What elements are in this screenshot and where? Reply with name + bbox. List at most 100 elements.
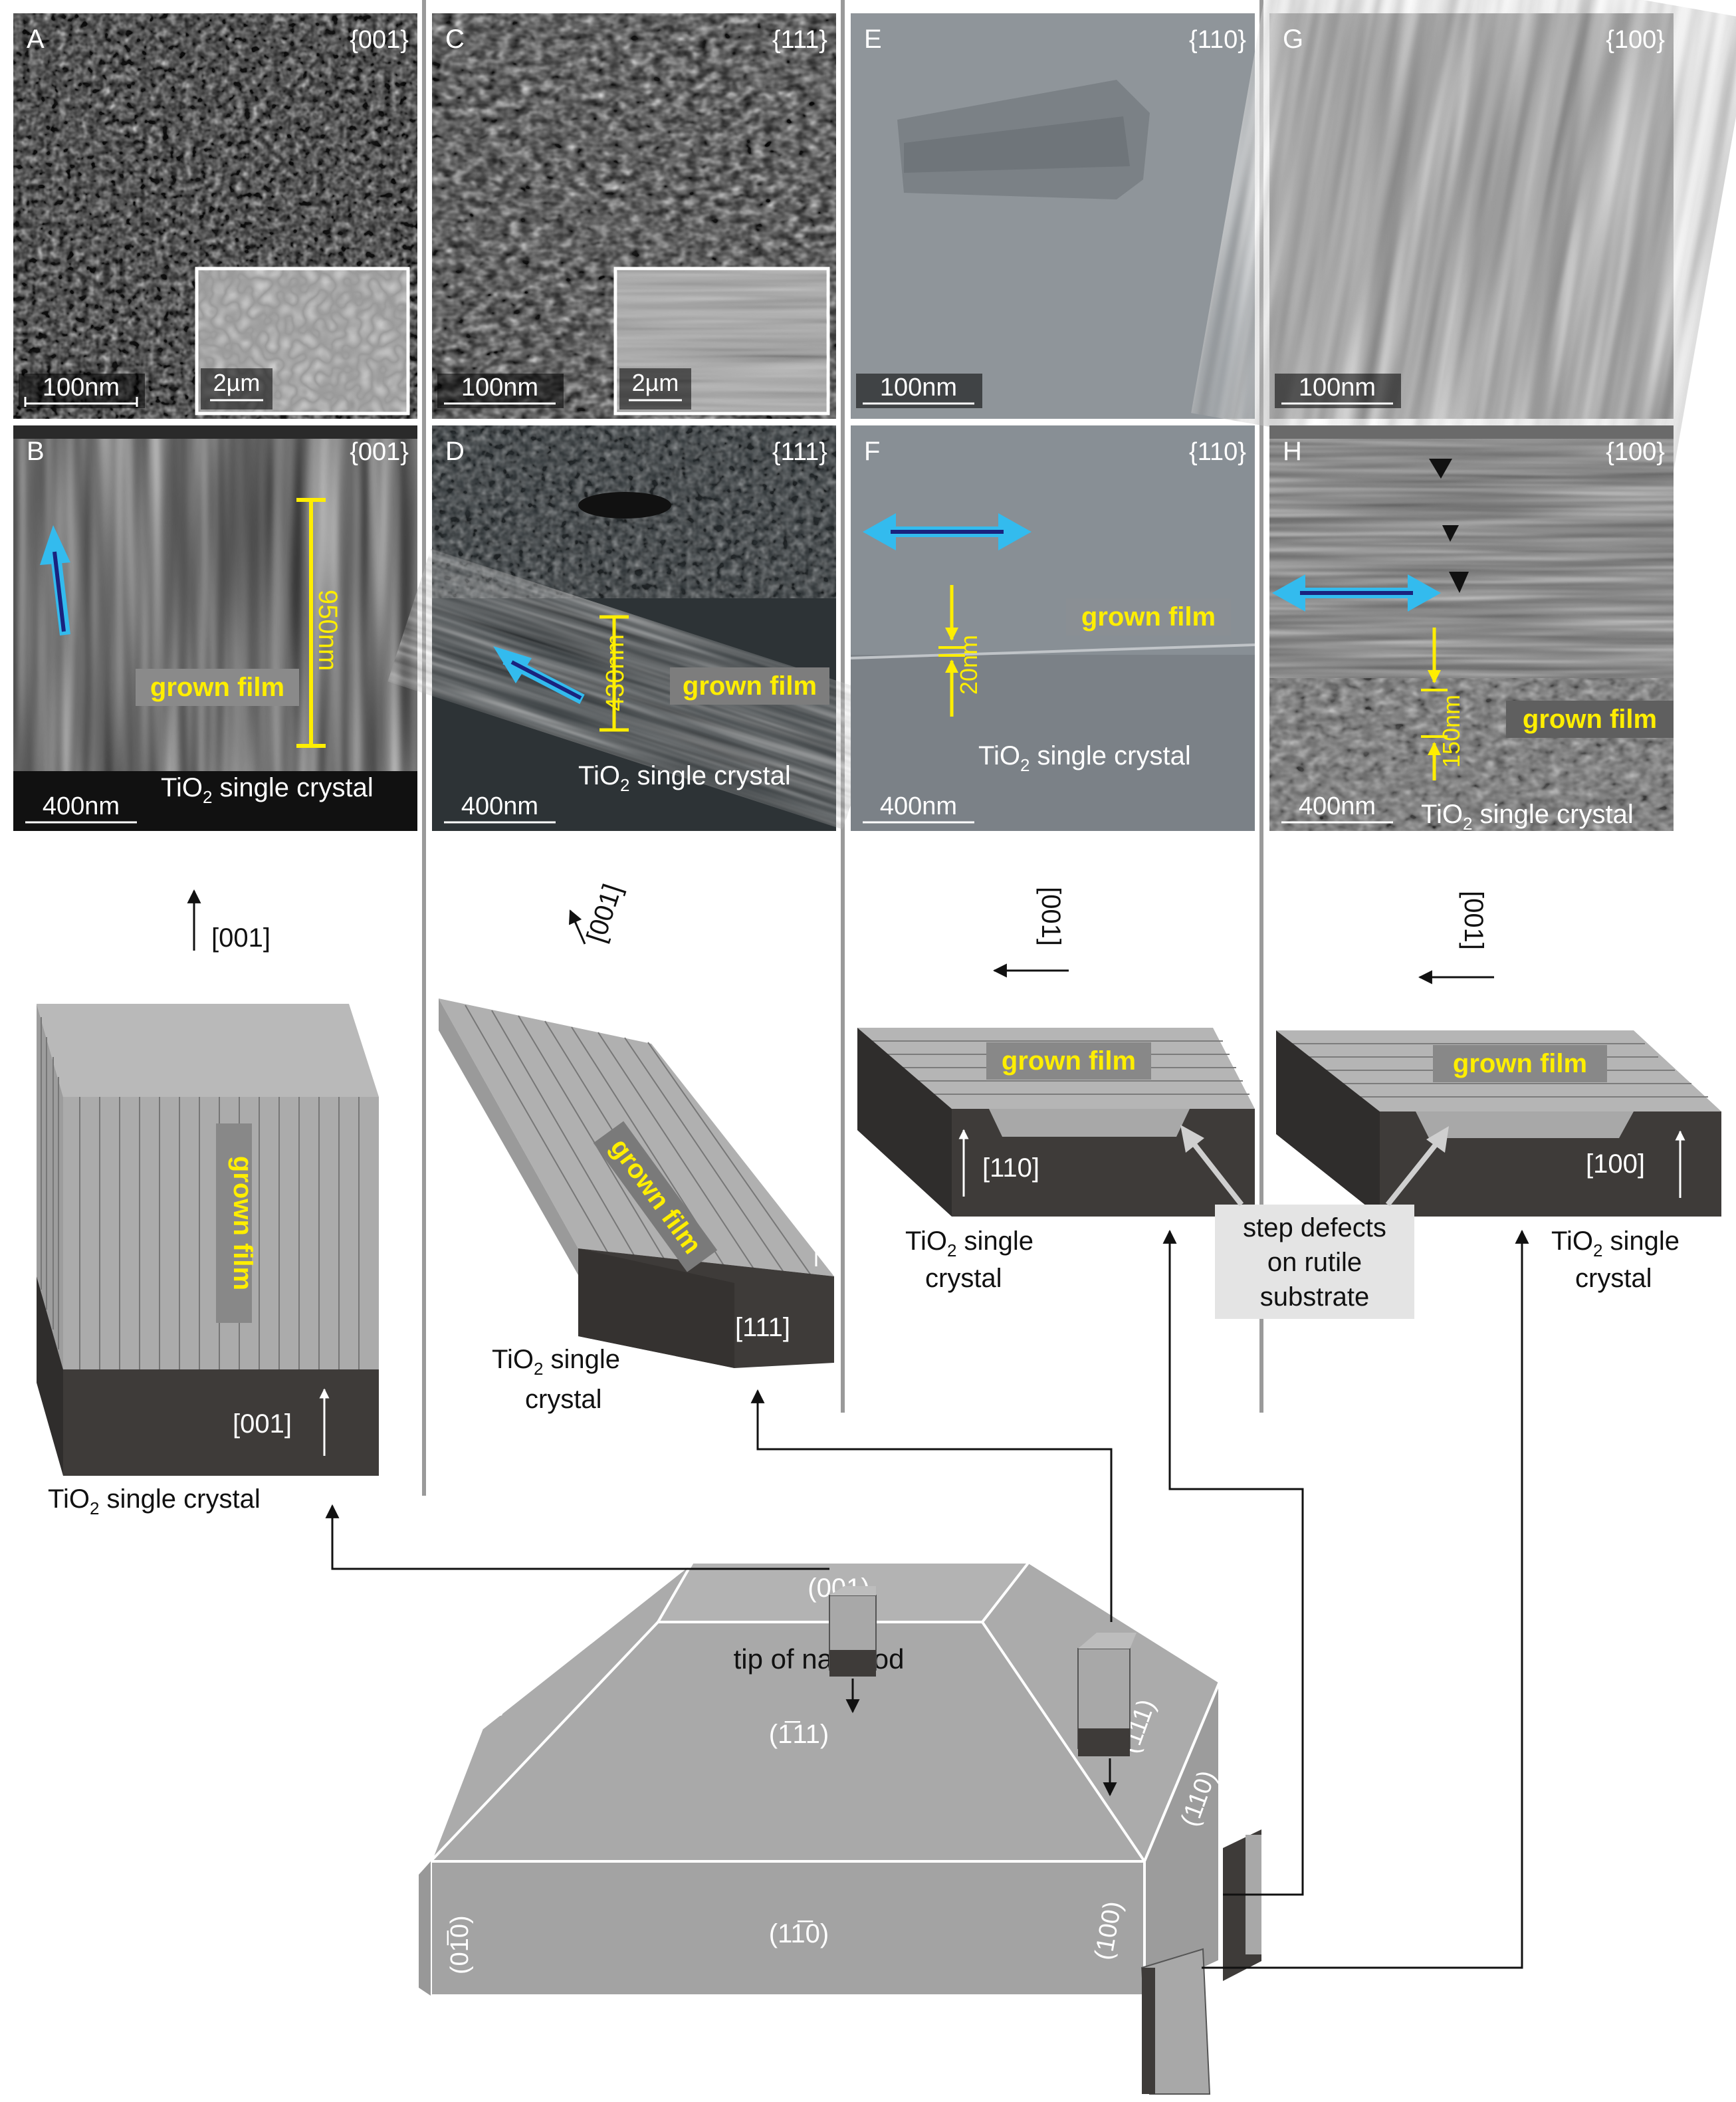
substrate-label: TiO2 single crystal	[1421, 800, 1634, 834]
facet-label: {100}	[1606, 438, 1665, 466]
svg-text:100nm: 100nm	[43, 374, 120, 402]
svg-text:2µm: 2µm	[213, 369, 261, 396]
panel-b: B {001} 950nm grown film TiO2 single cry…	[13, 425, 417, 831]
growth-arrow	[40, 525, 70, 636]
film-label: grown film	[986, 1042, 1151, 1080]
substrate-label-2: crystal	[925, 1264, 1002, 1293]
film-label: grown film	[1506, 701, 1674, 738]
crystal-direction: [001]	[233, 1409, 292, 1439]
panel-letter: C	[445, 25, 465, 54]
film-label: grown film	[136, 669, 299, 706]
step-defects-callout: step defects on rutile substrate	[1180, 1125, 1449, 1319]
substrate-label: TiO2 single crystal	[578, 761, 791, 795]
facet-label: {111}	[772, 438, 827, 466]
panel-letter: B	[27, 437, 45, 466]
film-label: grown film	[1066, 598, 1231, 636]
film-label: grown film	[216, 1123, 257, 1323]
inset-scale-bar: 2µm	[619, 368, 691, 409]
mini-rod-111	[1077, 1633, 1137, 1797]
svg-text:grown film: grown film	[1523, 705, 1657, 734]
svg-text:950nm: 950nm	[313, 590, 342, 671]
panel-f: F {110} 20nm grown film TiO2 single crys…	[850, 425, 1255, 831]
connector-arrows	[325, 1229, 1529, 1969]
panel-letter: D	[445, 437, 465, 466]
svg-text:100nm: 100nm	[880, 374, 957, 402]
svg-text:400nm: 400nm	[461, 792, 538, 820]
svg-text:150nm: 150nm	[1438, 695, 1465, 768]
direction-label: [001]	[1036, 887, 1065, 946]
panel-e: E {110} 100nm	[851, 13, 1255, 419]
svg-text:400nm: 400nm	[880, 792, 957, 820]
svg-text:100nm: 100nm	[461, 374, 538, 402]
svg-text:on rutile: on rutile	[1267, 1248, 1362, 1277]
facet-front-top: (1̅11)	[769, 1720, 829, 1749]
svg-text:substrate: substrate	[1260, 1282, 1370, 1312]
panel-letter: E	[864, 25, 882, 54]
svg-text:2µm: 2µm	[632, 369, 679, 396]
scale-bar: 100nm	[1275, 374, 1401, 408]
direction-label: [001]	[582, 881, 627, 946]
thickness-marker: 20nm	[938, 585, 982, 717]
substrate-label-2: crystal	[1575, 1264, 1652, 1293]
schematic-100: [001] [100] grown film TiO2 single cryst…	[1276, 891, 1721, 1293]
svg-text:grown film: grown film	[1081, 602, 1216, 632]
substrate-label: TiO2 single crystal	[161, 773, 374, 807]
facet-label: {111}	[772, 26, 827, 54]
svg-text:grown film: grown film	[683, 671, 817, 701]
schematic-110: [001] [110] grown film TiO2 single cryst…	[857, 887, 1255, 1293]
schematic-111: [001] [111] grown film TiO2 single cryst…	[439, 881, 834, 1414]
substrate-label: TiO2 single	[905, 1226, 1033, 1260]
scale-bar: 400nm	[444, 792, 556, 824]
panel-h: H {100} 150nm grown film TiO2 single cry…	[1269, 425, 1674, 834]
crystal-direction: [110]	[982, 1153, 1039, 1183]
mini-rod-100	[1140, 1948, 1211, 2095]
direction-label: [001]	[211, 923, 271, 953]
thickness-marker: 430nm	[599, 615, 629, 732]
nanorod-title: tip of nanorod	[734, 1643, 905, 1675]
substrate-label: TiO2 single crystal	[48, 1484, 261, 1518]
mini-rod-001	[829, 1586, 877, 1714]
scale-bar: 400nm	[25, 792, 137, 824]
panel-letter: A	[27, 25, 45, 54]
scale-bar: 100nm	[437, 374, 564, 408]
facet-front: (11̅0)	[769, 1919, 829, 1948]
substrate-label-2: crystal	[525, 1385, 602, 1414]
scale-bar: 100nm	[856, 374, 982, 408]
svg-text:430nm: 430nm	[601, 634, 629, 711]
svg-text:grown film: grown film	[1002, 1046, 1136, 1076]
svg-text:20nm: 20nm	[955, 635, 982, 695]
svg-text:grown film: grown film	[1453, 1049, 1587, 1078]
panel-g: G {100} 100nm	[1191, 0, 1736, 498]
facet-label: {100}	[1606, 26, 1665, 54]
scale-bar: 100nm	[19, 374, 145, 408]
panel-a: A {001} 100nm 2µm	[13, 13, 417, 419]
panel-c: C {111} 100nm 2µm	[432, 13, 836, 419]
panel-letter: G	[1283, 25, 1303, 54]
in-plane-arrow	[863, 513, 1031, 550]
facet-label: {001}	[350, 26, 409, 54]
facet-left-side: (01̅0)	[446, 1915, 474, 1974]
scale-bar: 400nm	[863, 792, 974, 824]
crystal-direction: [111]	[735, 1313, 790, 1342]
substrate-label: TiO2 single crystal	[978, 741, 1191, 775]
schematic-001: [001] [001] grown film TiO2 single	[37, 889, 379, 1518]
in-plane-arrow	[1272, 574, 1441, 612]
crystal-direction: [100]	[1586, 1149, 1645, 1179]
nanorod-tip: (001) tip of nanorod (1̅11) (11̅̅) (111)…	[419, 1561, 1222, 1998]
thickness-marker: 950nm	[296, 498, 342, 748]
svg-text:400nm: 400nm	[43, 792, 120, 820]
scale-bar: 400nm	[1281, 792, 1393, 824]
growth-arrow	[493, 646, 585, 705]
svg-text:grown film: grown film	[228, 1156, 257, 1290]
svg-text:grown film: grown film	[150, 673, 284, 702]
svg-text:400nm: 400nm	[1299, 792, 1376, 820]
facet-label: {110}	[1189, 438, 1246, 466]
film-label: grown film	[670, 667, 829, 705]
panel-d: D {111} 430nm grown film TiO2 single cry…	[387, 425, 886, 831]
substrate-label: TiO2 single	[1551, 1226, 1680, 1260]
svg-text:step defects: step defects	[1243, 1213, 1386, 1242]
svg-text:100nm: 100nm	[1299, 374, 1376, 402]
panel-letter: F	[864, 437, 880, 466]
inset-scale-bar: 2µm	[201, 368, 272, 409]
